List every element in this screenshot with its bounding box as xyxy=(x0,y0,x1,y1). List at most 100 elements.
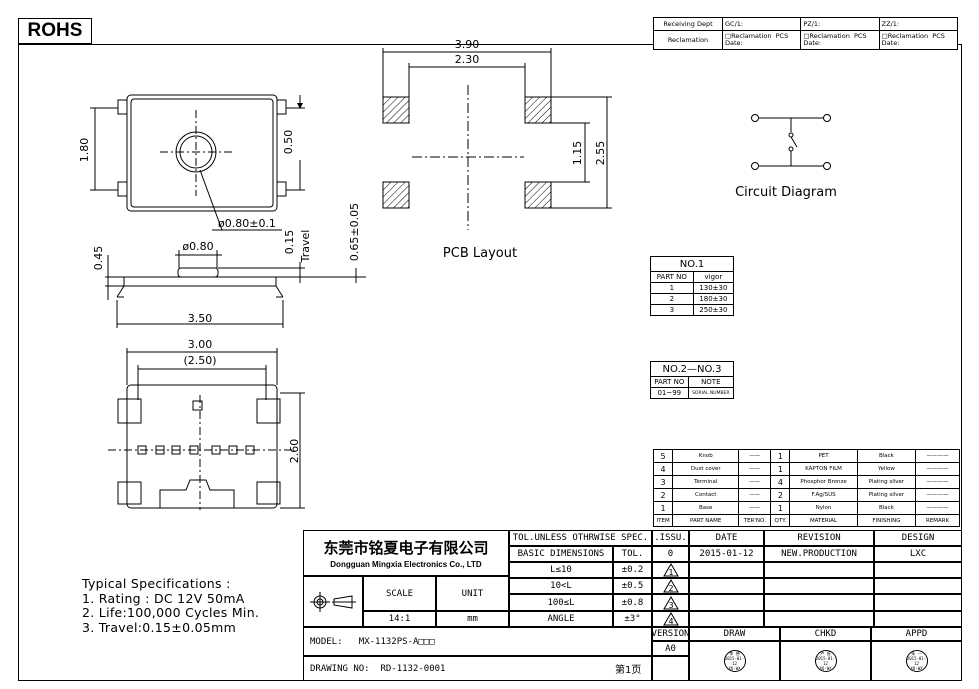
bom-header: PART NAME xyxy=(672,514,740,527)
bom-header: QTY. xyxy=(770,514,791,527)
tol-range: L≤10 xyxy=(509,562,613,578)
rev-empty xyxy=(689,611,764,627)
model-cell: MODEL: MX-1132PS-A□□□ xyxy=(303,627,652,656)
dim-1-15: 1.15 xyxy=(571,141,584,166)
bom-cell: Base xyxy=(672,501,740,515)
dim-2-55: 2.55 xyxy=(594,141,607,166)
rev-empty xyxy=(764,594,874,611)
bom-cell: Contact xyxy=(672,488,740,502)
spec-line: 2. Life:100,000 Cycles Min. xyxy=(82,605,260,620)
reclamation-pz: □Reclamation PCS Date: xyxy=(800,30,880,50)
bom-cell: Terminal xyxy=(672,475,740,489)
page-number: 第1页 xyxy=(615,665,642,676)
bom-cell: 2 xyxy=(770,488,791,502)
dim-3-90: 3.90 xyxy=(455,38,480,51)
tol-range: 10<L xyxy=(509,578,613,594)
bom-cell: F.Ag/SUS xyxy=(789,488,858,502)
scale-label: SCALE xyxy=(363,576,436,611)
bom-cell: ———— xyxy=(915,449,960,463)
tol-value: ±0.2 xyxy=(613,562,652,578)
revision-header: REVISION xyxy=(764,530,874,546)
bom-cell: —— xyxy=(738,501,772,515)
drawing-no-value: RD-1132-0001 xyxy=(380,663,446,674)
bom-cell: KAPTON FILM xyxy=(789,462,858,476)
travel-label: Travel xyxy=(299,230,312,264)
issu-header: .ISSU. xyxy=(652,530,689,546)
svg-text:1: 1 xyxy=(668,568,673,577)
no1-cell: 1 xyxy=(650,282,694,294)
bom-header: MATERIAL xyxy=(789,514,858,527)
spec-line: 1. Rating : DC 12V 50mA xyxy=(82,590,245,606)
tri-mark: 4 xyxy=(652,611,689,627)
bom-header: FINISHING xyxy=(856,514,917,527)
unit-value: mm xyxy=(436,611,509,627)
dim-0-65: 0.65±0.05 xyxy=(348,203,361,261)
bom-cell: 4 xyxy=(652,462,674,476)
revision-triangle-icon: 3 xyxy=(662,595,679,610)
bom-cell: Phosphor Bronze xyxy=(789,475,858,489)
rev-empty xyxy=(689,578,764,594)
bom-cell: —— xyxy=(738,449,772,463)
top-view xyxy=(90,94,305,231)
rev-empty xyxy=(874,578,962,594)
rev-empty xyxy=(764,611,874,627)
revision-date: 2015-01-12 xyxy=(689,546,764,562)
no23-cell: 01~99 xyxy=(650,387,689,399)
rev-empty xyxy=(874,594,962,611)
bom-cell: ———— xyxy=(915,462,960,476)
dim-0-80: ø0.80 xyxy=(182,240,213,253)
bom-cell: 4 xyxy=(770,475,791,489)
typical-specifications: Typical Specifications : 1. Rating : DC … xyxy=(82,576,260,635)
bom-cell: ———— xyxy=(915,501,960,515)
bottom-view xyxy=(108,348,305,510)
tol-value: ±3° xyxy=(613,611,652,627)
bom-cell: Nylon xyxy=(789,501,858,515)
company-name-en: Dongguan Mingxia Electronics Co., LTD xyxy=(330,560,482,569)
appd-header: APPD xyxy=(871,627,962,641)
model-label: MODEL: xyxy=(310,636,343,647)
bom-header: REMARK xyxy=(915,514,960,527)
revision-text: NEW.PRODUCTION xyxy=(764,546,874,562)
dim-2-30: 2.30 xyxy=(455,53,480,66)
scale-value: 14:1 xyxy=(363,611,436,627)
bom-cell: Yellow xyxy=(856,462,917,476)
tol-range: ANGLE xyxy=(509,611,613,627)
unit-label: UNIT xyxy=(436,576,509,611)
bom-cell: Black xyxy=(856,501,917,515)
no1-cell: 130±30 xyxy=(692,282,735,294)
bom-cell: —— xyxy=(738,488,772,502)
revision-triangle-icon: 2 xyxy=(662,579,679,593)
circuit-diagram-label: Circuit Diagram xyxy=(735,185,837,200)
dim-3-50: 3.50 xyxy=(188,312,213,325)
version-value: A0 xyxy=(652,641,689,656)
no1-cell: 180±30 xyxy=(692,293,735,305)
no23-cell: SORIAL NUMBER xyxy=(687,387,735,399)
bom-cell: 1 xyxy=(652,501,674,515)
tri-mark: 1 xyxy=(652,562,689,578)
dim-0-15: 0.15 xyxy=(283,230,296,255)
tri-mark: 2 xyxy=(652,578,689,594)
rev-empty xyxy=(689,594,764,611)
tol-value: ±0.5 xyxy=(613,578,652,594)
rev-empty xyxy=(764,562,874,578)
issue-number: 0 xyxy=(652,546,689,562)
tri-mark: 3 xyxy=(652,594,689,611)
version-label: VERSION xyxy=(651,627,690,641)
bom-cell: 3 xyxy=(652,475,674,489)
date-header: DATE xyxy=(689,530,764,546)
dim-1-80: 1.80 xyxy=(78,138,91,163)
dim-2-50: (2.50) xyxy=(183,354,216,367)
spec-title: Typical Specifications : xyxy=(82,576,231,591)
bom-cell: Knob xyxy=(672,449,740,463)
bom-cell: ———— xyxy=(915,475,960,489)
bom-cell: Black xyxy=(856,449,917,463)
rev-empty xyxy=(689,562,764,578)
reclamation-zz: □Reclamation PCS Date: xyxy=(878,30,959,50)
